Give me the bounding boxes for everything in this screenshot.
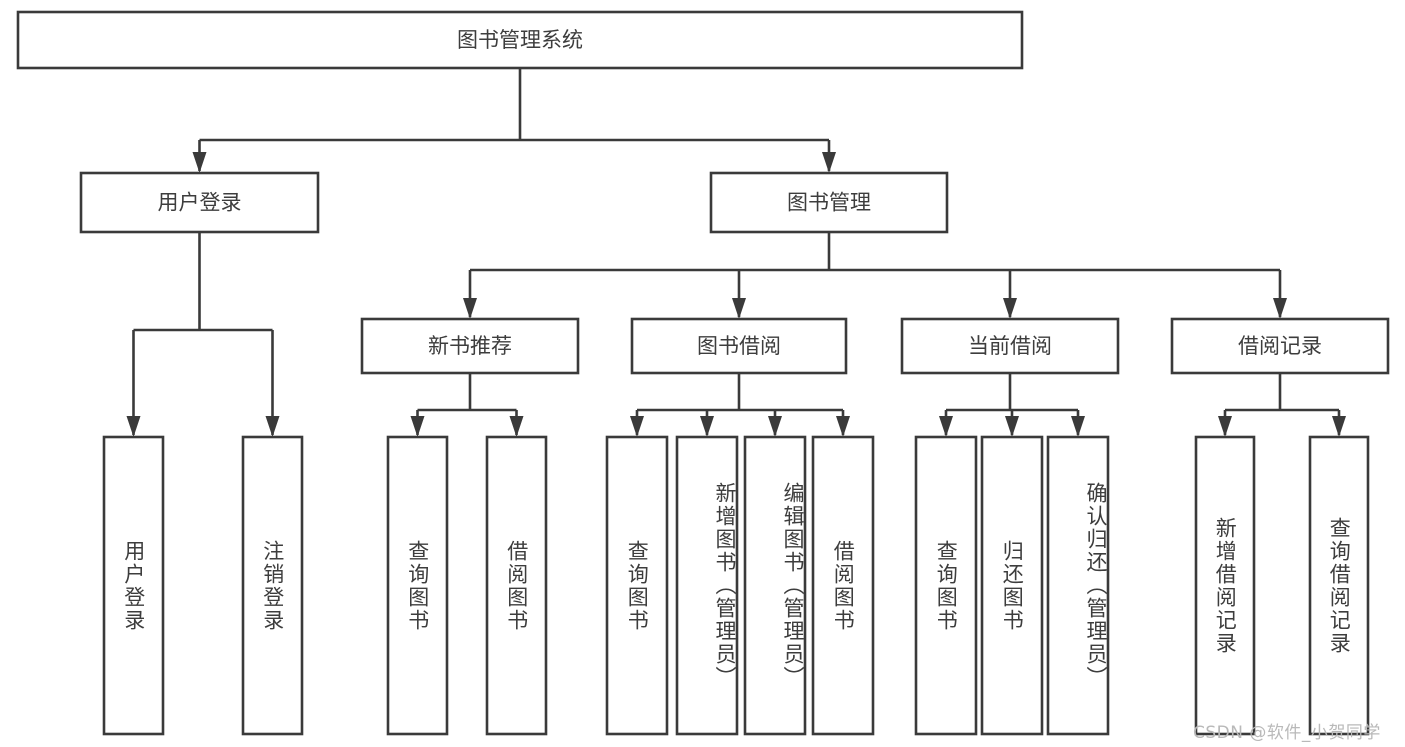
node-current-borrow[interactable]: 当前借阅 <box>900 317 1120 375</box>
node-label-borrow-record: 借阅记录 <box>1238 334 1322 358</box>
arrow-head-icon <box>732 298 746 319</box>
node-leaf-query-book-borrow[interactable] <box>605 435 669 736</box>
node-rect-leaf-return-book <box>980 435 1044 736</box>
arrow-head-icon <box>1332 416 1346 437</box>
node-label-new-book-rec: 新书推荐 <box>428 334 512 358</box>
node-leaf-add-borrow-record[interactable] <box>1194 435 1256 736</box>
node-label-root: 图书管理系统 <box>457 28 583 52</box>
arrow-head-icon <box>768 416 782 437</box>
arrow-head-icon <box>836 416 850 437</box>
node-book-borrow[interactable]: 图书借阅 <box>630 317 848 375</box>
node-rect-book-borrow <box>630 317 848 375</box>
node-leaf-confirm-return-admin[interactable] <box>1046 435 1110 736</box>
node-new-book-rec[interactable]: 新书推荐 <box>360 317 580 375</box>
node-leaf-return-book[interactable] <box>980 435 1044 736</box>
node-rect-current-borrow <box>900 317 1120 375</box>
node-rect-leaf-add-borrow-record <box>1194 435 1256 736</box>
arrow-head-icon <box>509 416 524 437</box>
node-borrow-record[interactable]: 借阅记录 <box>1170 317 1390 375</box>
arrow-head-icon <box>822 152 836 173</box>
node-rect-book-manage <box>709 171 949 234</box>
node-label-current-borrow: 当前借阅 <box>968 334 1052 358</box>
node-leaf-borrow-book[interactable] <box>811 435 875 736</box>
node-label-book-borrow: 图书借阅 <box>697 334 781 358</box>
arrow-head-icon <box>463 298 477 319</box>
node-rect-leaf-borrow-book <box>811 435 875 736</box>
arrow-head-icon <box>410 416 425 437</box>
arrow-head-icon <box>1005 416 1019 437</box>
connector-lines <box>126 68 1346 437</box>
arrow-head-icon <box>192 152 207 173</box>
node-rect-leaf-logout <box>241 435 304 736</box>
node-label-book-manage: 图书管理 <box>787 191 871 215</box>
node-leaf-add-book-admin[interactable] <box>675 435 739 736</box>
node-leaf-edit-book-admin[interactable] <box>743 435 807 736</box>
node-rect-leaf-user-login <box>102 435 165 736</box>
node-rect-leaf-query-book-current <box>914 435 978 736</box>
arrow-head-icon <box>1003 298 1017 319</box>
node-book-manage[interactable]: 图书管理 <box>709 171 949 234</box>
node-leaf-query-book-new[interactable] <box>386 435 449 736</box>
arrow-head-icon <box>700 416 714 437</box>
arrow-head-icon <box>1273 298 1287 319</box>
node-rect-leaf-query-book-borrow <box>605 435 669 736</box>
node-rect-leaf-add-book-admin <box>675 435 739 736</box>
node-leaf-query-borrow-record[interactable] <box>1308 435 1370 736</box>
node-leaf-borrow-book-new[interactable] <box>485 435 548 736</box>
arrow-head-icon <box>630 416 644 437</box>
node-leaf-user-login[interactable] <box>102 435 165 736</box>
arrow-head-icon <box>265 416 280 437</box>
node-rect-user-login <box>79 171 320 234</box>
node-root[interactable]: 图书管理系统 <box>16 10 1024 70</box>
node-rect-leaf-borrow-book-new <box>485 435 548 736</box>
node-rect-root <box>16 10 1024 70</box>
csdn-watermark: CSDN @软件_小贺同学 <box>1193 723 1381 743</box>
arrow-head-icon <box>1218 416 1232 437</box>
node-label-user-login: 用户登录 <box>158 191 242 215</box>
node-leaf-logout[interactable] <box>241 435 304 736</box>
arrow-head-icon <box>126 416 141 437</box>
arrow-head-icon <box>939 416 953 437</box>
arrow-head-icon <box>1071 416 1085 437</box>
node-user-login[interactable]: 用户登录 <box>79 171 320 234</box>
node-rect-leaf-query-borrow-record <box>1308 435 1370 736</box>
node-rect-new-book-rec <box>360 317 580 375</box>
node-leaf-query-book-current[interactable] <box>914 435 978 736</box>
node-rect-borrow-record <box>1170 317 1390 375</box>
node-rect-leaf-edit-book-admin <box>743 435 807 736</box>
node-rect-leaf-query-book-new <box>386 435 449 736</box>
node-rect-leaf-confirm-return-admin <box>1046 435 1110 736</box>
